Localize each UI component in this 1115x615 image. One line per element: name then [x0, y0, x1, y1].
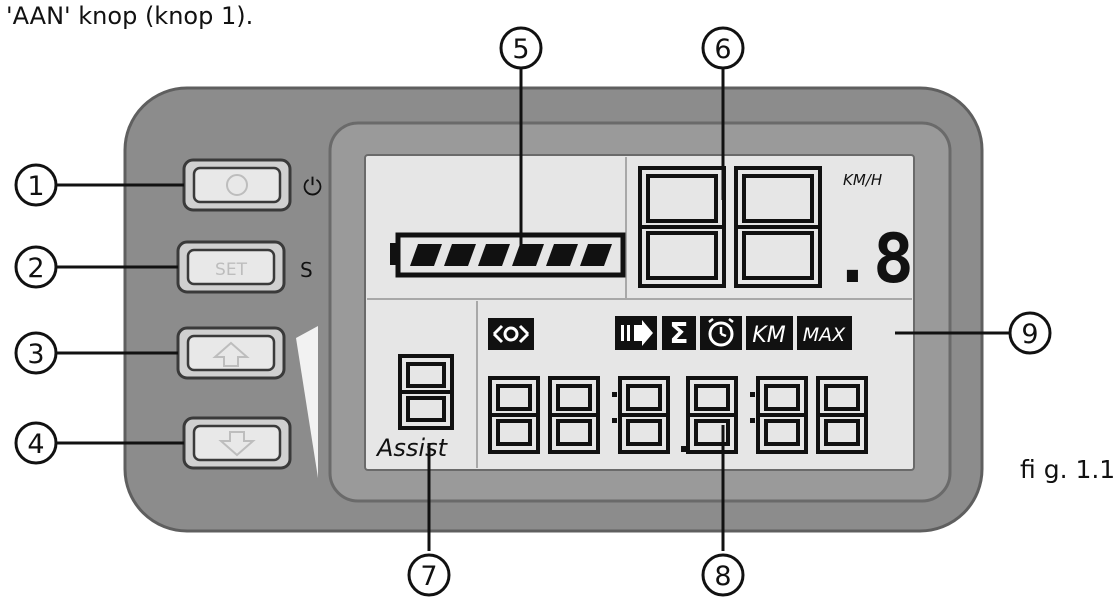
- callout-number: 7: [420, 561, 437, 592]
- callout-number: 8: [714, 561, 731, 592]
- decimal-dot: [681, 446, 687, 452]
- callout-9: 9: [1008, 311, 1052, 355]
- speed-unit: KM/H: [843, 171, 882, 189]
- walk-assist-icon: [488, 318, 534, 350]
- battery-indicator: [390, 232, 626, 278]
- callout-6: 6: [701, 26, 745, 70]
- readout-digit: [488, 376, 540, 454]
- clock-icon: [700, 316, 742, 350]
- callout-number: 4: [27, 429, 44, 460]
- set-button-label: SET: [215, 260, 248, 280]
- callout-7: 7: [407, 553, 451, 597]
- max-icon: MAX: [797, 316, 852, 350]
- readout-digit: [618, 376, 670, 454]
- colon-dot: [750, 418, 755, 423]
- speed-digits: [638, 166, 822, 288]
- cruise-arrow-icon: [615, 316, 657, 350]
- assist-label: Assist: [375, 434, 449, 462]
- up-button[interactable]: [176, 326, 286, 380]
- power-button-circle: [226, 174, 248, 196]
- readout-digit: [548, 376, 600, 454]
- down-arrow-icon: [218, 431, 256, 457]
- power-button[interactable]: [182, 158, 292, 212]
- callout-number: 1: [27, 171, 44, 202]
- battery-segment: [580, 244, 612, 266]
- battery-segment: [546, 244, 578, 266]
- callout-3: 3: [14, 331, 58, 375]
- callout-number: 5: [512, 34, 529, 65]
- assist-digit-segment: [398, 354, 454, 430]
- assist-digit: [398, 354, 454, 430]
- colon-dot: [612, 392, 617, 397]
- callout-5: 5: [499, 26, 543, 70]
- max-label: MAX: [803, 324, 846, 346]
- speed-digit: [734, 166, 822, 288]
- figure-label: fi g. 1.1: [1020, 455, 1115, 484]
- sigma-symbol: Σ: [669, 317, 688, 350]
- battery-segment: [444, 244, 476, 266]
- callout-number: 6: [714, 34, 731, 65]
- callout-1: 1: [14, 163, 58, 207]
- readout-digit: [686, 376, 738, 454]
- km-icon: KM: [746, 316, 793, 350]
- main-readout: [488, 376, 868, 454]
- colon-dot: [750, 392, 755, 397]
- callout-2: 2: [14, 245, 58, 289]
- callouts: 1 2 3 4 5 6 7 8 9: [14, 26, 1052, 597]
- km-label: KM: [752, 323, 785, 348]
- speed-decimal: .8: [832, 220, 914, 299]
- colon-dot: [612, 418, 617, 423]
- callout-4: 4: [14, 421, 58, 465]
- bezel-highlight: [296, 326, 318, 478]
- sigma-icon: Σ: [662, 316, 696, 350]
- battery-segment: [478, 244, 510, 266]
- down-button[interactable]: [182, 416, 292, 470]
- speed-digit: [638, 166, 726, 288]
- callout-8: 8: [701, 553, 745, 597]
- power-symbol: ⏻: [303, 173, 322, 201]
- readout-digit: [756, 376, 808, 454]
- callout-number: 3: [27, 339, 44, 370]
- leader-lines: [55, 68, 1010, 551]
- set-button[interactable]: SET: [176, 240, 286, 294]
- battery-segment: [410, 244, 442, 266]
- callout-number: 2: [27, 253, 44, 284]
- set-symbol: S: [300, 258, 313, 282]
- battery-bars: [410, 244, 612, 266]
- intro-text: 'AAN' knop (knop 1).: [6, 2, 254, 30]
- readout-digit: [816, 376, 868, 454]
- callout-number: 9: [1021, 319, 1038, 350]
- up-arrow-icon: [212, 341, 250, 367]
